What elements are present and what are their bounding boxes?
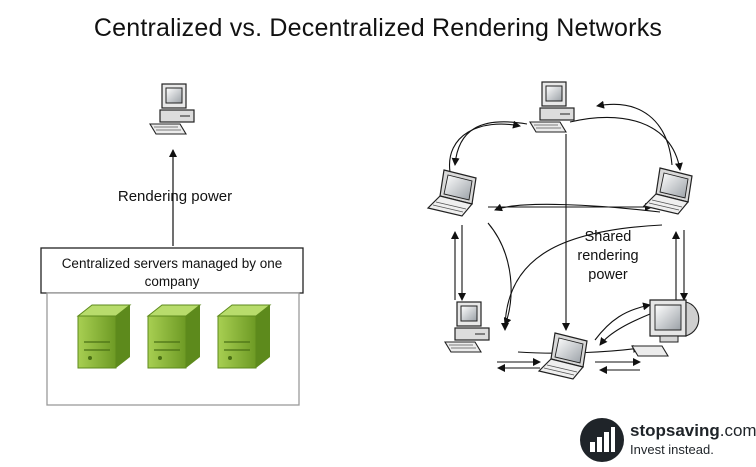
stopsaving-logo[interactable]: stopsaving.com Invest instead.	[580, 418, 756, 464]
network-laptop-icon	[427, 169, 477, 217]
network-connections	[449, 100, 688, 374]
shared-rendering-power-label: Shared rendering power	[577, 229, 639, 283]
network-laptop-icon	[643, 167, 693, 215]
central-label-box	[40, 247, 304, 294]
logo-name-main: stopsaving	[630, 421, 720, 440]
logo-name: stopsaving.com	[630, 421, 756, 441]
network-desktop-icon	[529, 81, 575, 133]
logo-chart-icon	[580, 418, 624, 462]
network-desktop-icon	[444, 301, 490, 353]
client-desktop-icon	[149, 83, 195, 135]
server-icon	[216, 304, 272, 369]
server-icon	[146, 304, 202, 369]
rendering-power-label: Rendering power	[117, 188, 233, 205]
network-crt-monitor-icon	[631, 299, 700, 357]
logo-name-suffix: .com	[719, 421, 756, 440]
centralized-servers-label: Centralized servers managed by one compa…	[61, 256, 283, 289]
diagram-title: Centralized vs. Decentralized Rendering …	[93, 14, 663, 42]
server-icon	[76, 304, 132, 369]
network-laptop-icon	[538, 332, 588, 380]
logo-tagline: Invest instead.	[630, 442, 714, 457]
